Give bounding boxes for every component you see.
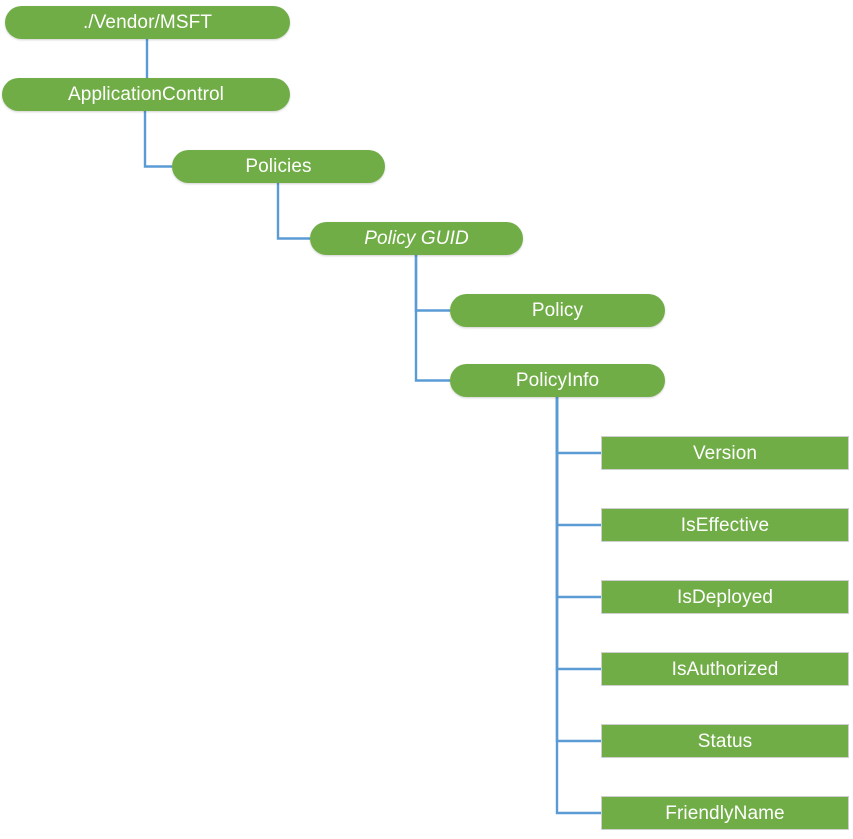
connector-policies-to-policyguid (276, 183, 310, 240)
node-label-policy-guid: Policy GUID (364, 228, 469, 249)
node-label-application-control: ApplicationControl (68, 84, 224, 105)
node-label-status: Status (697, 730, 753, 752)
node-policy[interactable]: Policy (450, 294, 665, 327)
node-is-deployed[interactable]: IsDeployed (601, 580, 849, 614)
connector-policyguid-to-policy (414, 255, 450, 312)
node-label-friendly-name: FriendlyName (665, 802, 785, 824)
node-vendor-msft[interactable]: ./Vendor/MSFT (5, 6, 290, 39)
connector-policyinfo-to-version (555, 397, 601, 455)
connector-policyinfo-to-status (555, 397, 601, 743)
node-label-is-deployed: IsDeployed (676, 586, 774, 608)
connector-policyguid-to-policyinfo (414, 255, 450, 382)
connector-appcontrol-to-policies (143, 111, 172, 168)
node-label-is-authorized: IsAuthorized (671, 658, 779, 680)
node-version[interactable]: Version (601, 436, 849, 470)
node-policies[interactable]: Policies (172, 150, 385, 183)
node-friendly-name[interactable]: FriendlyName (601, 796, 849, 830)
node-label-vendor-msft: ./Vendor/MSFT (82, 12, 213, 33)
connector-policyinfo-to-friendlyname (555, 397, 601, 815)
connector-policyinfo-to-isdeployed (555, 397, 601, 599)
node-is-effective[interactable]: IsEffective (601, 508, 849, 542)
node-label-policy: Policy (531, 300, 584, 321)
node-label-policy-info: PolicyInfo (515, 370, 600, 391)
node-is-authorized[interactable]: IsAuthorized (601, 652, 849, 686)
node-label-is-effective: IsEffective (680, 514, 770, 536)
node-application-control[interactable]: ApplicationControl (2, 78, 290, 111)
node-label-version: Version (692, 442, 758, 464)
node-status[interactable]: Status (601, 724, 849, 758)
connector-policyinfo-to-isauthorized (555, 397, 601, 671)
node-policy-guid[interactable]: Policy GUID (310, 222, 523, 255)
connector-policyinfo-to-iseffective (555, 397, 601, 527)
node-policy-info[interactable]: PolicyInfo (450, 364, 665, 397)
node-label-policies: Policies (245, 156, 312, 177)
